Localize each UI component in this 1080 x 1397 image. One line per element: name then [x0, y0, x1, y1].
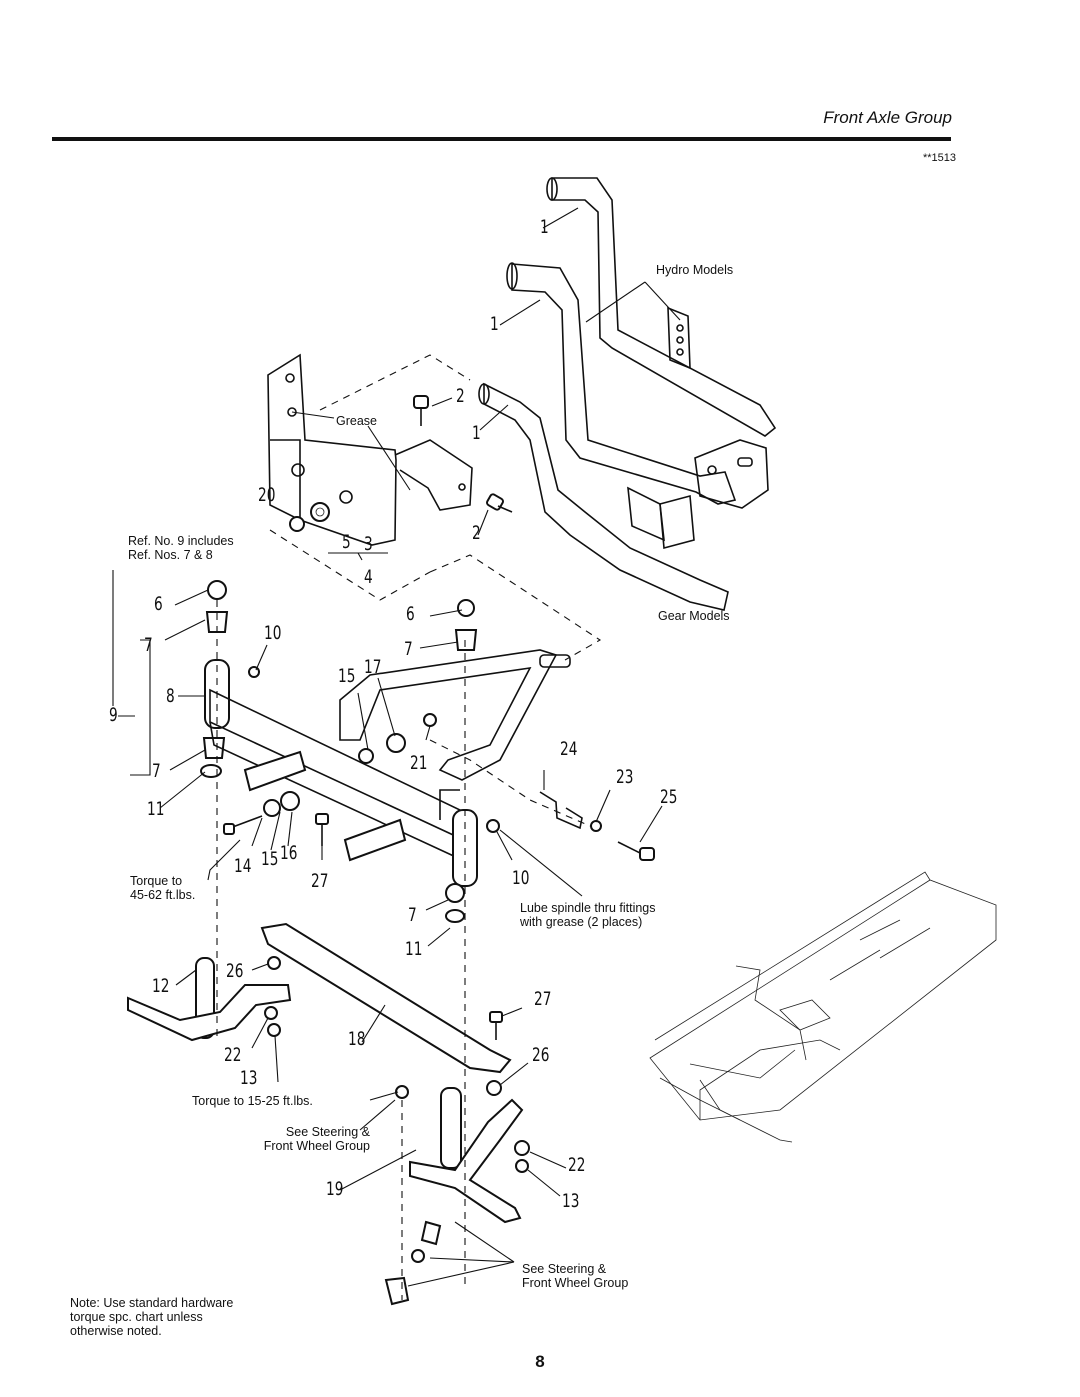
hydro-models-label: Hydro Models	[656, 263, 734, 277]
callout-15: 15	[338, 665, 356, 687]
axle-yoke	[339, 649, 571, 781]
callout-7: 7	[408, 904, 417, 926]
callout-2: 2	[456, 385, 465, 407]
callout-13: 13	[240, 1067, 258, 1089]
callout-14: 14	[234, 855, 252, 877]
callout-15: 15	[261, 848, 279, 870]
callout-22: 22	[224, 1044, 242, 1066]
callout-4: 4	[364, 566, 373, 588]
callout-16: 16	[280, 842, 298, 864]
section-title: Front Axle Group	[823, 108, 952, 127]
callout-5: 5	[342, 531, 351, 553]
bolt-25	[617, 841, 655, 861]
callout-10: 10	[512, 867, 530, 889]
callout-1: 1	[490, 313, 499, 335]
spindle-12-left	[127, 957, 292, 1042]
hydro-axle-lower-part	[506, 262, 769, 509]
torque-spindle-note: Torque to 15-25 ft.lbs.	[192, 1094, 313, 1108]
callout-6: 6	[406, 603, 415, 625]
callout-10: 10	[264, 622, 282, 644]
callout-18: 18	[348, 1028, 366, 1050]
callout-24: 24	[560, 738, 578, 760]
see-steering-note-1: See Steering &Front Wheel Group	[263, 1125, 370, 1153]
bolt-14	[223, 815, 263, 835]
grease-label: Grease	[336, 414, 377, 428]
callout-2: 2	[472, 522, 481, 544]
callout-13: 13	[562, 1190, 580, 1212]
callout-27: 27	[534, 988, 552, 1010]
callout-22: 22	[568, 1154, 586, 1176]
gear-axle-part	[478, 382, 729, 611]
callout-17: 17	[364, 656, 382, 678]
hydro-axle-part	[546, 177, 777, 437]
callout-26: 26	[226, 960, 244, 982]
bolt-2-lower	[486, 493, 513, 513]
callout-27: 27	[311, 870, 329, 892]
callout-7: 7	[404, 638, 413, 660]
callout-26: 26	[532, 1044, 550, 1066]
callout-7: 7	[144, 634, 153, 656]
spindle-19-right	[409, 1087, 524, 1224]
callout-6: 6	[154, 593, 163, 615]
callout-11: 11	[147, 798, 165, 820]
tie-rod-18	[260, 922, 512, 1074]
callout-1: 1	[540, 216, 549, 238]
bolt-27-upper	[315, 813, 329, 846]
mounting-bracket-part	[267, 353, 473, 546]
e-clip-6-left	[207, 580, 227, 600]
callout-3: 3	[364, 533, 373, 555]
gear-models-label: Gear Models	[658, 609, 730, 623]
callout-7: 7	[152, 760, 161, 782]
figure-code: **1513	[922, 152, 956, 164]
callout-25: 25	[660, 786, 678, 808]
bushing-7-top	[205, 611, 229, 633]
callout-20: 20	[258, 484, 276, 506]
tractor-frame-inset	[649, 871, 997, 1143]
callout-23: 23	[616, 766, 634, 788]
callout-9: 9	[109, 704, 118, 726]
callout-11: 11	[405, 938, 423, 960]
callout-21: 21	[410, 752, 428, 774]
header-rule	[52, 137, 951, 141]
page-number: 8	[535, 1352, 545, 1371]
bolt-27-lower	[489, 1011, 503, 1040]
callout-12: 12	[152, 975, 170, 997]
bolt-2-upper	[413, 395, 429, 426]
callout-19: 19	[326, 1178, 344, 1200]
see-steering-note-2: See Steering &Front Wheel Group	[522, 1262, 629, 1290]
callout-1: 1	[472, 422, 481, 444]
callout-8: 8	[166, 685, 175, 707]
